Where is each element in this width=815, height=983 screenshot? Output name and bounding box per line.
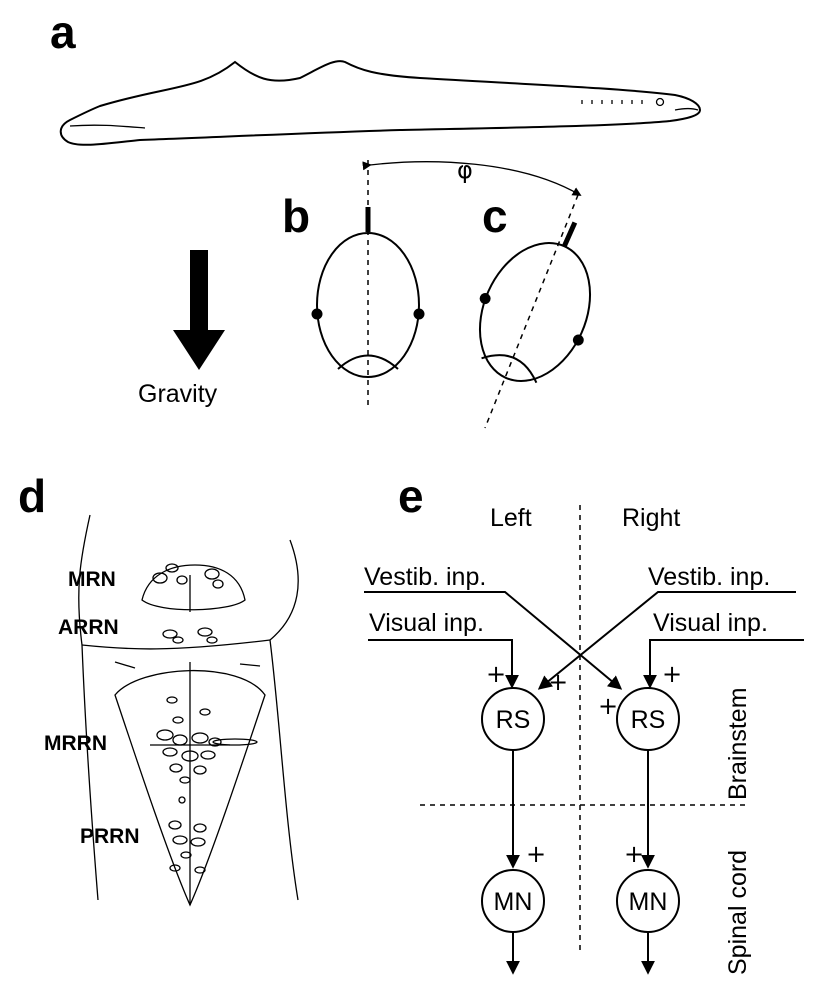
eye-right-c [571, 333, 586, 348]
rs-right-label: RS [631, 706, 666, 734]
vestibular-input-right: Vestib. inp. [648, 563, 770, 591]
gill-openings [582, 100, 642, 104]
rs-left-label: RS [496, 706, 531, 734]
plus-mn-right: + [624, 840, 644, 868]
panel-label-c: c [482, 190, 508, 242]
visual-input-left: Visual inp. [369, 609, 484, 637]
label-prrn: PRRN [80, 825, 140, 848]
head-outline-c [459, 225, 611, 398]
lamprey-drawing [61, 61, 700, 145]
label-arrn: ARRN [58, 616, 119, 639]
left-header: Left [490, 504, 532, 532]
brainstem-label: Brainstem [724, 687, 752, 800]
mn-left-label: MN [494, 888, 533, 916]
mn-right-label: MN [629, 888, 668, 916]
prrn-cells [169, 797, 206, 873]
eye [657, 99, 664, 106]
eye-left-b [312, 309, 323, 320]
panel-label-e: e [398, 470, 424, 522]
eye-right-b [414, 309, 425, 320]
panel-label-a: a [50, 6, 76, 58]
network-diagram: Left Right Vestib. inp. Visual inp. Vest… [364, 504, 804, 975]
angle-arc [370, 162, 580, 195]
label-mrrn: MRRN [44, 732, 107, 755]
eye-left-c [478, 291, 493, 306]
right-header: Right [622, 504, 680, 532]
visual-input-right: Visual inp. [653, 609, 768, 637]
label-mrn: MRN [68, 568, 116, 591]
gravity-arrow [173, 250, 225, 370]
plus-visual-right: + [662, 660, 682, 688]
angle-symbol: φ [457, 156, 473, 184]
spinal-cord-label: Spinal cord [724, 850, 752, 975]
gravity-label: Gravity [138, 380, 218, 408]
vestibular-input-left: Vestib. inp. [364, 563, 486, 591]
panel-bc: b c φ Gravity [138, 156, 626, 428]
plus-vestibular-right: + [598, 692, 618, 720]
plus-mn-left: + [526, 840, 546, 868]
plus-visual-left: + [486, 660, 506, 688]
plus-vestibular-left: + [548, 668, 568, 696]
mrrn-cells [150, 697, 257, 783]
panel-label-b: b [282, 190, 310, 242]
panel-label-d: d [18, 470, 46, 522]
